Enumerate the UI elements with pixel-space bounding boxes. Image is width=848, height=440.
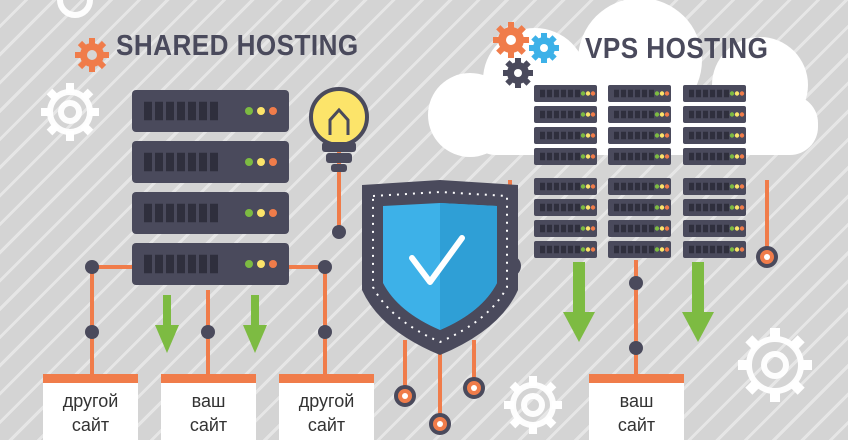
site-label-line1: ваш (191, 391, 226, 411)
arrow-down-icon (243, 295, 267, 353)
server-unit (132, 243, 289, 285)
server-unit (534, 127, 597, 144)
site-label-line2: сайт (307, 415, 346, 435)
server-unit (683, 199, 746, 216)
arrow-down-icon (563, 262, 595, 342)
server-unit (683, 220, 746, 237)
server-unit (608, 199, 671, 216)
site-label-line1: ваш (619, 391, 654, 411)
vps-hosting-title: VPS HOSTING (585, 33, 769, 65)
gear-icon (493, 22, 529, 58)
server-unit (683, 106, 746, 123)
server-unit (683, 127, 746, 144)
site-card: ваш сайт (589, 374, 684, 440)
server-unit (608, 178, 671, 195)
server-unit (608, 85, 671, 102)
server-unit (608, 148, 671, 165)
gear-icon (529, 33, 559, 63)
server-unit (534, 241, 597, 258)
server-unit (608, 106, 671, 123)
gear-icon (75, 38, 109, 72)
site-card: ваш сайт (161, 374, 256, 440)
server-unit (132, 141, 289, 183)
site-label-line2: сайт (189, 415, 228, 435)
site-label-line1: другой (298, 391, 355, 411)
arrow-down-icon (155, 295, 179, 353)
server-unit (608, 241, 671, 258)
server-unit (683, 148, 746, 165)
server-unit (534, 199, 597, 216)
site-label-line2: сайт (71, 415, 110, 435)
gear-icon (503, 58, 533, 88)
connector-node (85, 260, 99, 274)
server-unit (608, 220, 671, 237)
server-unit (534, 178, 597, 195)
gear-icon (57, 0, 93, 18)
server-unit (534, 148, 597, 165)
server-unit (534, 106, 597, 123)
site-label-line2: сайт (617, 415, 656, 435)
site-card: другой сайт (279, 374, 374, 440)
site-label-line1: другой (62, 391, 119, 411)
site-card: другой сайт (43, 374, 138, 440)
server-unit (683, 178, 746, 195)
server-unit (683, 241, 746, 258)
server-unit (534, 220, 597, 237)
server-unit (132, 192, 289, 234)
arrow-down-icon (682, 262, 714, 342)
server-unit (608, 127, 671, 144)
server-unit (683, 85, 746, 102)
server-unit (132, 90, 289, 132)
server-unit (534, 85, 597, 102)
shared-hosting-title: SHARED HOSTING (116, 30, 359, 62)
